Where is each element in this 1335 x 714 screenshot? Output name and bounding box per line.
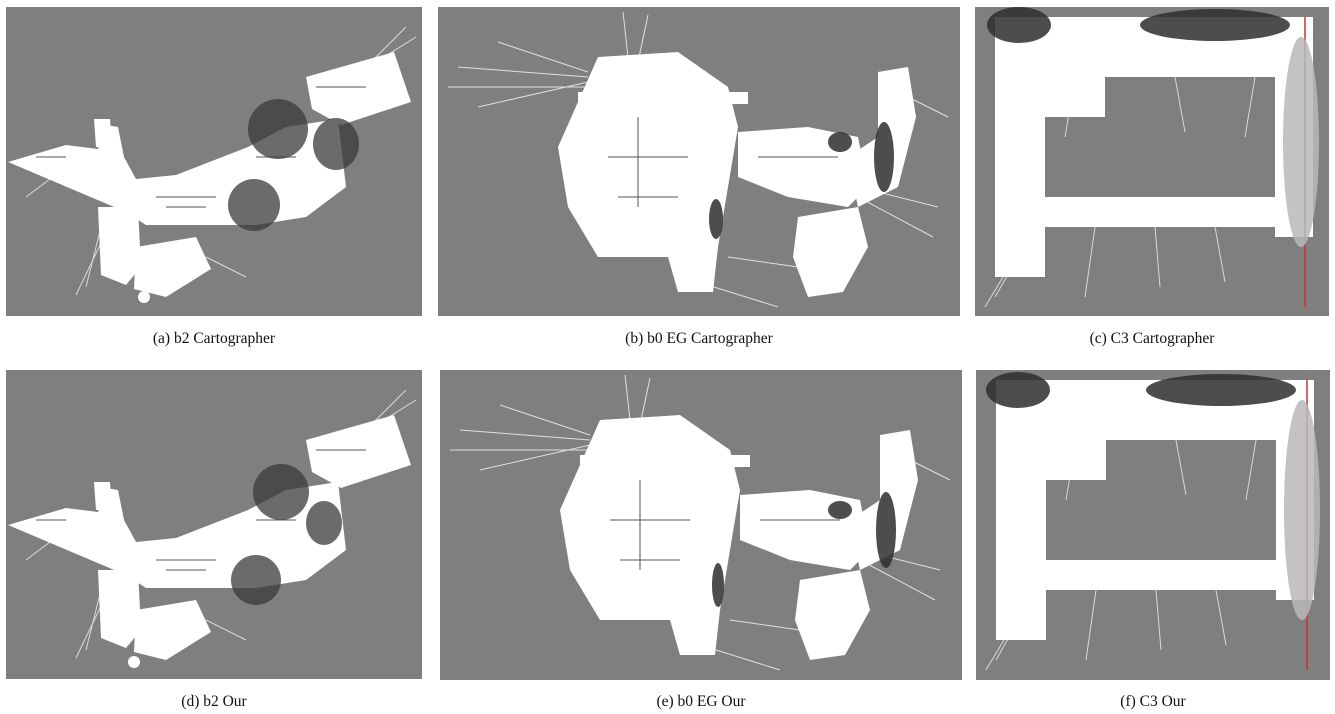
panel-caption: (f) C3 Our [1120,693,1186,710]
panel-caption: (b) b0 EG Cartographer [625,330,773,347]
occupancy-map-b2-our [6,370,422,679]
panel-caption: (e) b0 EG Our [656,693,746,710]
occupancy-map-c3-cartographer [975,7,1329,316]
panel-caption: (a) b2 Cartographer [152,330,276,347]
occupancy-map-b2-cartographer [6,7,422,316]
occupancy-map-c3-our [976,370,1330,680]
occupancy-map-b0-eg-cartographer [438,7,960,316]
panel-caption: (d) b2 Our [181,693,247,710]
panel-caption: (c) C3 Cartographer [1089,330,1215,347]
occupancy-map-b0-eg-our [440,370,962,680]
